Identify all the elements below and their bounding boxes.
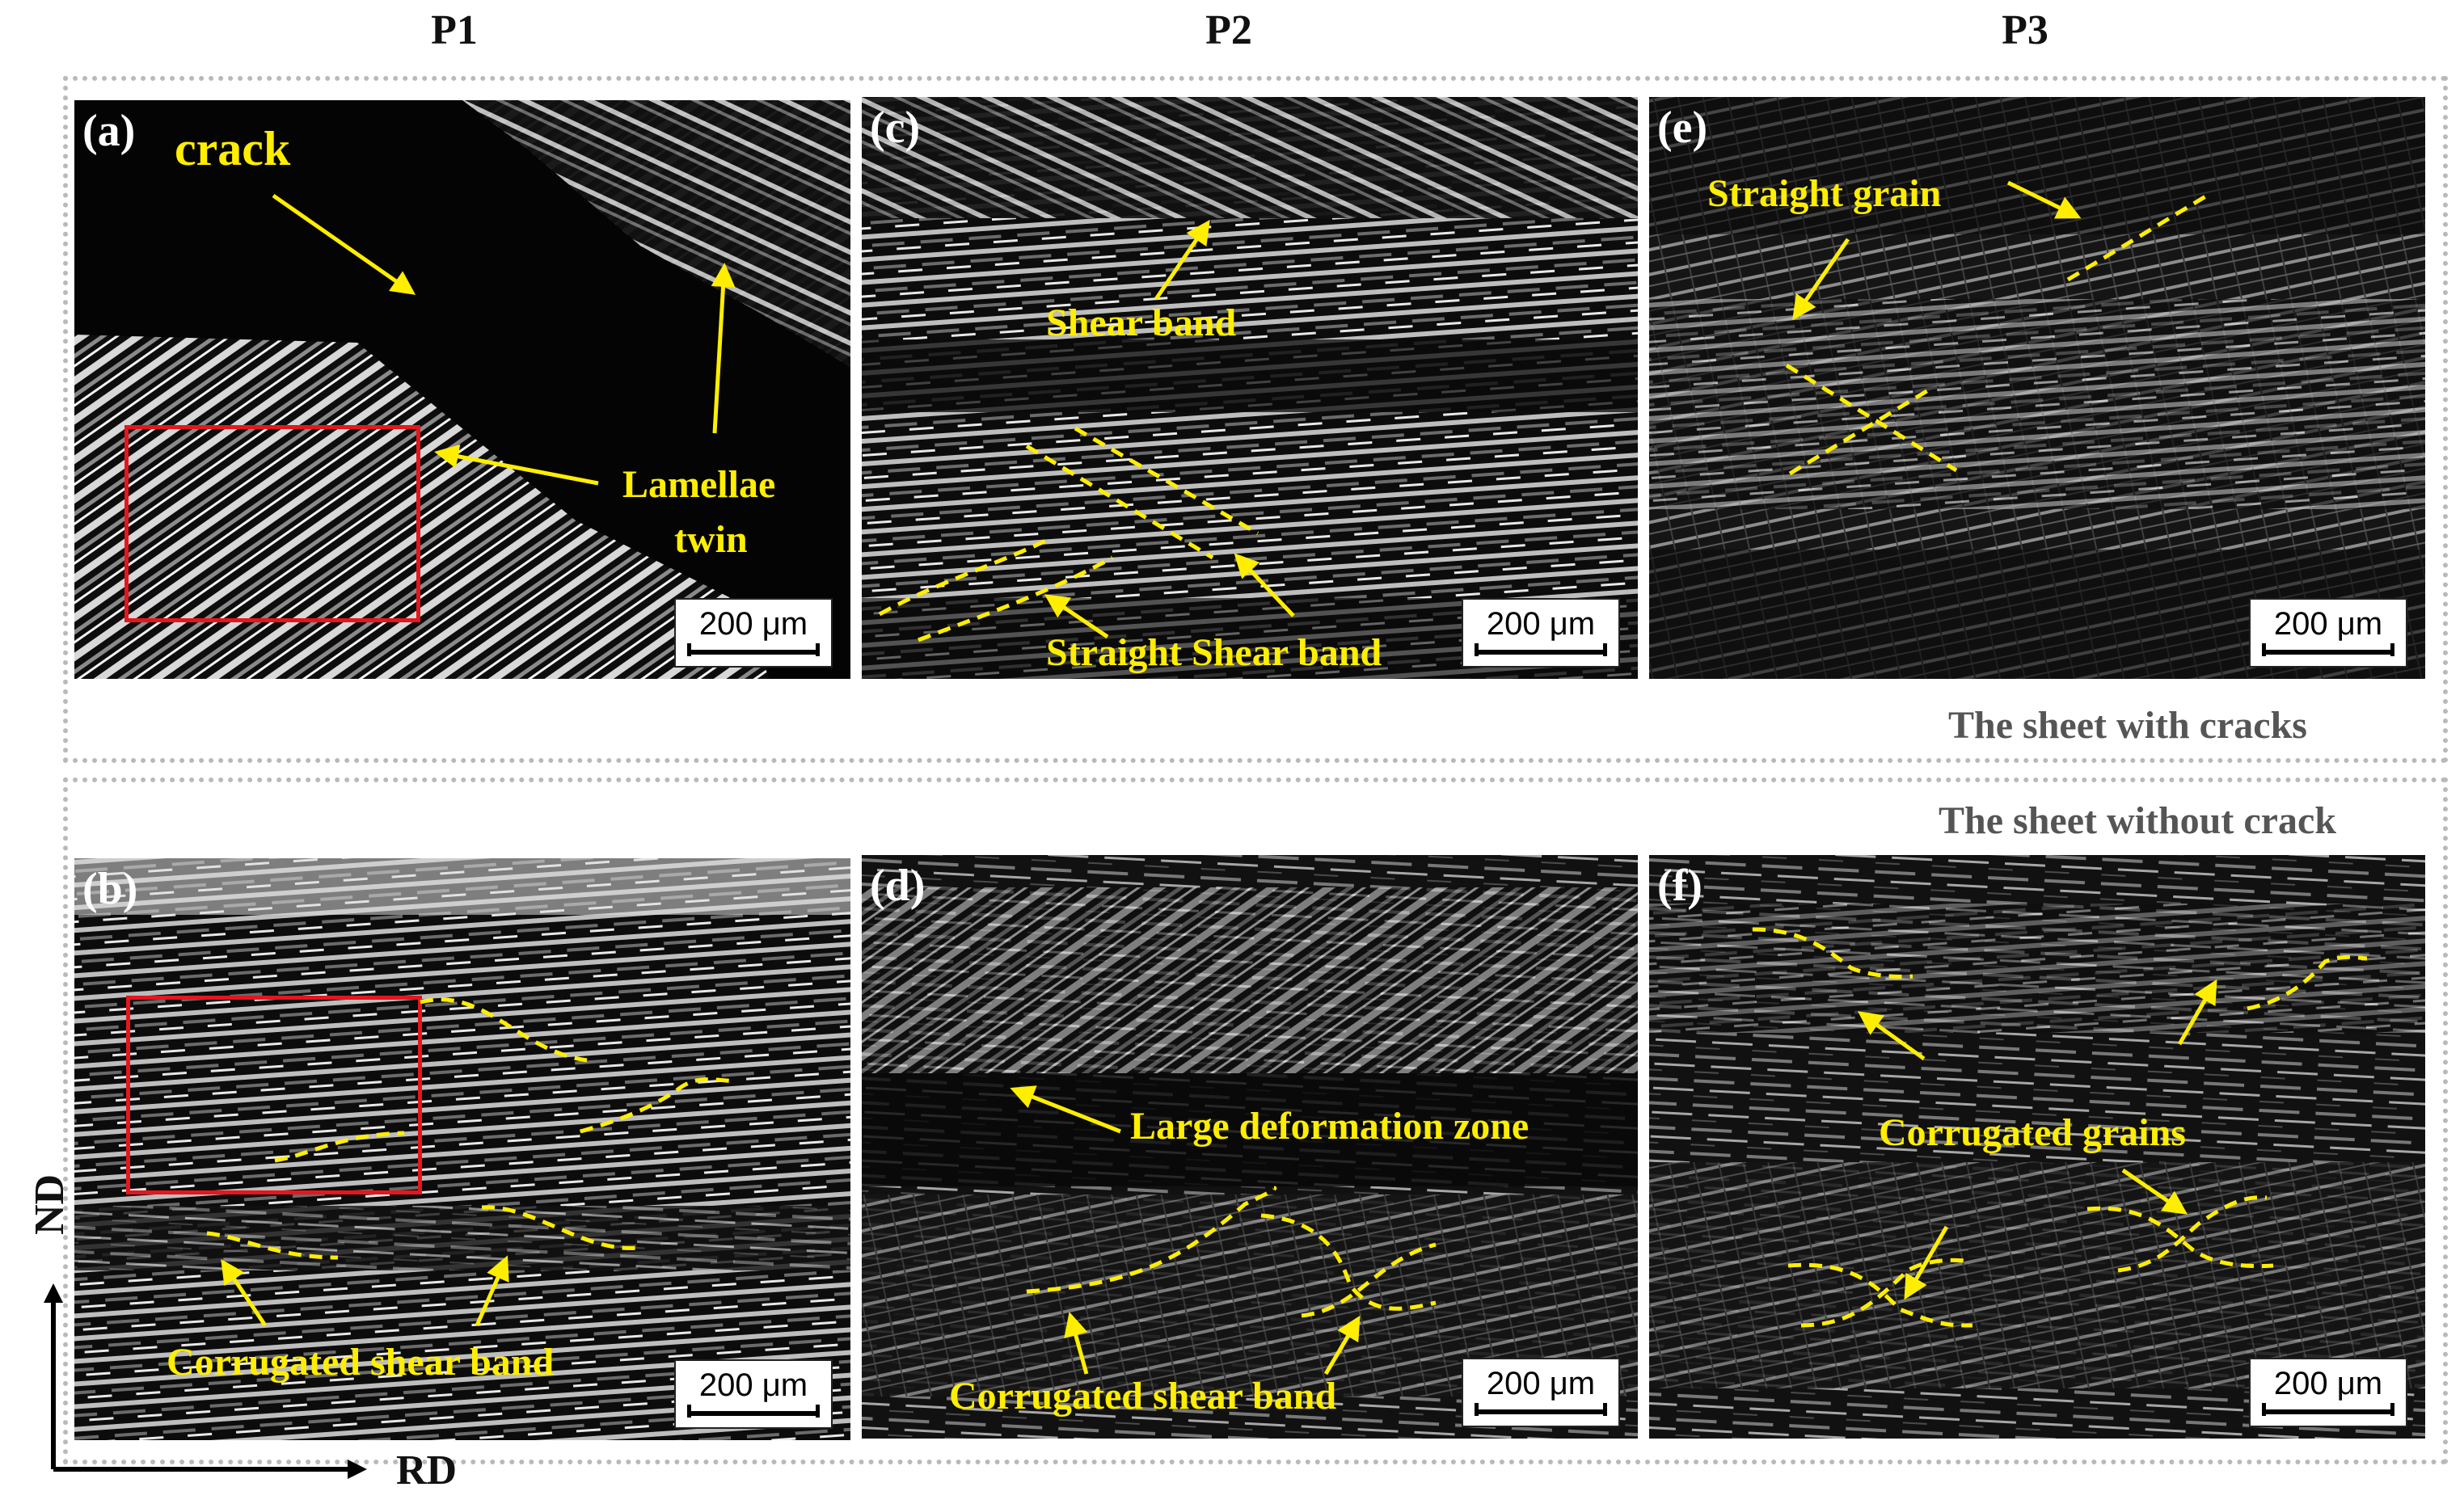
column-label-p1: P1 xyxy=(431,7,478,53)
scale-bar-text-a: 200 μm xyxy=(698,606,808,642)
micrograph-image-b xyxy=(74,858,850,1440)
scale-bar-c: 200 μm xyxy=(1462,598,1620,668)
panel-label-e: (e) xyxy=(1657,103,1708,153)
annotation-straight-shear-band: Straight Shear band xyxy=(1046,631,1382,674)
group-without-crack-frame xyxy=(63,777,2448,1464)
micrograph-panel-d: (d) 200 μm xyxy=(862,855,1638,1439)
micrograph-panel-b: (b) 200 μm xyxy=(74,858,850,1440)
panel-label-a: (a) xyxy=(82,106,136,156)
column-label-p2: P2 xyxy=(1205,7,1252,53)
column-label-p3: P3 xyxy=(2002,7,2048,53)
scale-bar-text-f: 200 μm xyxy=(2273,1366,2383,1401)
axis-label-rd: RD xyxy=(396,1447,458,1493)
micrograph-panel-c: (c) 200 μm xyxy=(862,97,1638,679)
axis-label-nd: ND xyxy=(27,1173,73,1235)
annotation-corrugated-grains: Corrugated grains xyxy=(1879,1111,2186,1154)
scale-bar-text-e: 200 μm xyxy=(2273,606,2383,642)
scale-bar-text-c: 200 μm xyxy=(1486,606,1596,642)
nd-axis-arrowhead xyxy=(44,1283,63,1303)
panel-label-c: (c) xyxy=(870,103,921,153)
panel-label-f: (f) xyxy=(1657,861,1702,911)
panel-label-d: (d) xyxy=(870,861,926,911)
annotation-shear-band: Shear band xyxy=(1046,301,1237,344)
scale-bar-e: 200 μm xyxy=(2249,598,2407,668)
micrograph-image-e xyxy=(1649,97,2425,679)
annotation-lamellae-line2: twin xyxy=(674,518,748,561)
scale-bar-text-b: 200 μm xyxy=(698,1367,808,1403)
group-with-cracks-frame xyxy=(63,76,2448,763)
scale-bar-a: 200 μm xyxy=(674,598,833,668)
scale-bar-f: 200 μm xyxy=(2249,1358,2407,1427)
micrograph-image-a xyxy=(74,100,850,679)
annotation-corrugated-shear-band-d: Corrugated shear band xyxy=(949,1375,1337,1418)
group-caption-without-crack: The sheet without crack xyxy=(1939,799,2336,842)
scale-bar-text-d: 200 μm xyxy=(1486,1366,1596,1401)
annotation-lamellae-line1: Lamellae xyxy=(622,463,776,506)
highlight-box-b xyxy=(126,996,422,1194)
scale-bar-b: 200 μm xyxy=(674,1359,833,1429)
scale-bar-d: 200 μm xyxy=(1462,1358,1620,1427)
micrograph-image-c xyxy=(862,97,1638,679)
annotation-crack: crack xyxy=(175,122,291,175)
group-caption-with-cracks: The sheet with cracks xyxy=(1948,704,2307,747)
annotation-large-deformation-zone: Large deformation zone xyxy=(1130,1105,1529,1148)
annotation-corrugated-shear-band-b: Corrugated shear band xyxy=(167,1341,555,1384)
annotation-straight-grain: Straight grain xyxy=(1707,172,1942,215)
highlight-box-a xyxy=(124,425,420,622)
panel-label-b: (b) xyxy=(82,864,138,914)
